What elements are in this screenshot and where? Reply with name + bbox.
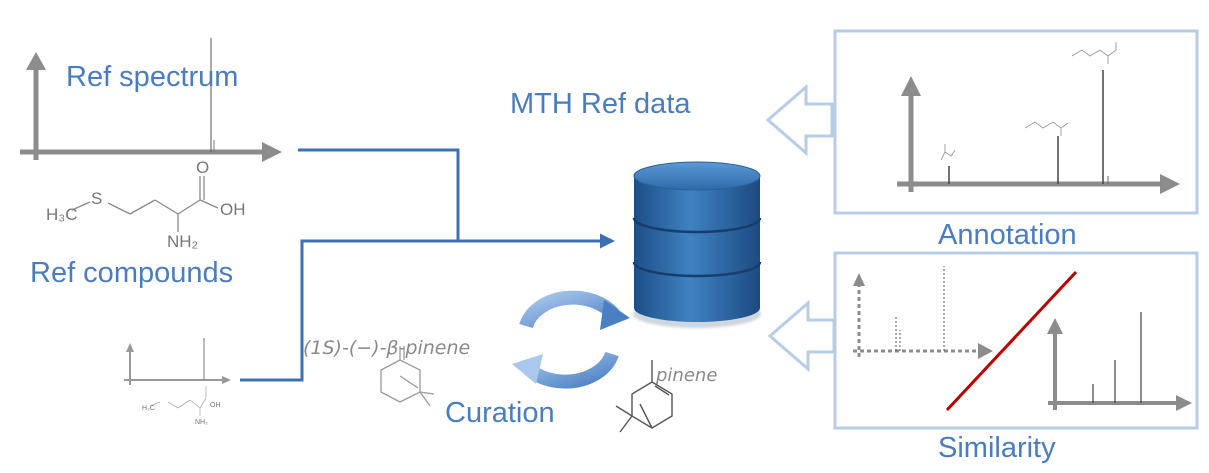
ref-spectrum-label: Ref spectrum [66,61,238,93]
similarity-arrow-icon [767,299,836,373]
mth-ref-data-label: MTH Ref data [510,88,691,120]
annotation-label: Annotation [938,219,1077,251]
amine-label: NH₂ [167,232,198,251]
small-h3c-label: H₃C [142,405,155,412]
fragment-structures [940,42,1117,161]
similarity-reference-spectrum [1047,312,1192,411]
pinene-label: pinene [655,365,717,386]
ref-spectrum-plot [20,38,282,162]
pinene-structure [615,360,673,433]
ref-compounds-label: Ref compounds [30,257,233,289]
hydroxyl-label: OH [220,200,246,219]
methionine-structure [71,176,219,232]
similarity-panel [833,251,1199,430]
similarity-query-spectrum [853,266,993,359]
annotation-arrow-icon [765,83,834,157]
small-ref-spectrum [124,338,231,385]
database-icon [632,161,762,328]
small-oh-label: OH [210,402,221,409]
h3c-label: H₃C [46,205,77,224]
flow-lines [240,148,615,382]
annotation-spectrum [897,70,1180,194]
oxygen-label: O [196,158,209,177]
curation-cycle-icon [512,290,630,389]
small-methionine-structure [149,386,207,416]
curation-label: Curation [445,397,555,429]
small-nh2-label: NH₂ [195,419,208,426]
sulfur-label: S [91,189,102,208]
beta-pinene-label: (1S)-(−)-β-pinene [303,337,470,359]
similarity-label: Similarity [938,432,1056,464]
similarity-diagonal-line [945,270,1078,412]
beta-pinene-structure [380,346,435,407]
